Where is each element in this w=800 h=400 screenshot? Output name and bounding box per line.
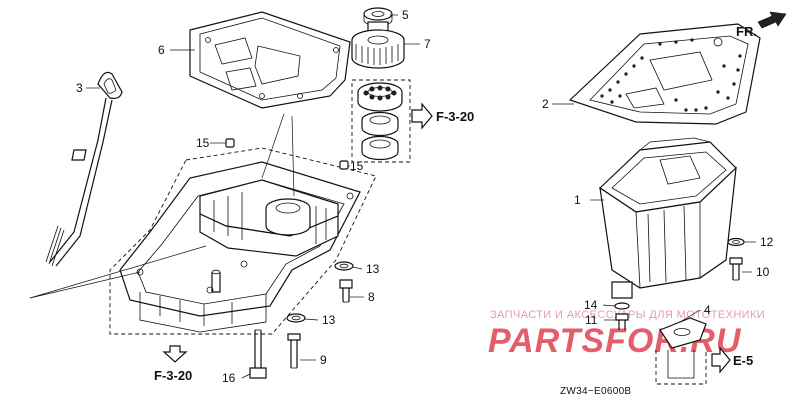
part-9-bolt	[287, 333, 301, 369]
part-15-collar-lower	[339, 160, 349, 170]
part-13-washer-lower	[286, 313, 306, 323]
callout-7: 7	[424, 37, 431, 51]
ref-e-5: E-5	[733, 353, 753, 368]
bearing-upper	[357, 82, 403, 112]
bearing-stack	[351, 79, 411, 163]
callout-labels: 1 2 3 4 5 6 7 8 9 10 11 12 13 13 14 15 1…	[76, 8, 774, 385]
arrow-e-5: E-5	[711, 346, 753, 374]
callout-13-lower: 13	[322, 313, 336, 327]
front-marker-label: FR.	[736, 24, 757, 39]
part-14-washer	[614, 302, 630, 310]
seal-middle	[361, 111, 399, 137]
callout-4: 4	[704, 303, 711, 317]
callout-16: 16	[222, 371, 236, 385]
part-10-bolt	[729, 257, 743, 281]
callout-13-upper: 13	[366, 262, 380, 276]
ref-f-3-20-lower: F-3-20	[154, 368, 192, 383]
callout-10: 10	[756, 265, 770, 279]
part-13-washer-upper	[334, 261, 354, 271]
seal-lower	[361, 135, 399, 161]
part-4-strainer	[655, 317, 707, 385]
callout-14: 14	[584, 298, 598, 312]
part-6-gasket	[189, 11, 351, 109]
part-15-collar-upper	[225, 138, 235, 148]
arrow-f-3-20-lower: F-3-20	[154, 345, 192, 383]
callout-9: 9	[320, 353, 327, 367]
callout-8: 8	[368, 290, 375, 304]
arrow-f-3-20-upper: F-3-20	[411, 102, 474, 130]
part-3-dipstick	[45, 71, 123, 267]
callout-1: 1	[574, 193, 581, 207]
callout-15-upper: 15	[196, 136, 210, 150]
main-case-assembly	[109, 147, 377, 335]
callout-6: 6	[158, 43, 165, 57]
callout-12: 12	[760, 235, 774, 249]
callout-5: 5	[402, 8, 409, 22]
part-2-gasket	[568, 23, 761, 125]
part-12-washer	[727, 237, 745, 247]
diagram-code: ZW34−E0600B	[560, 386, 631, 397]
leader-lines	[29, 14, 756, 379]
callout-2: 2	[542, 97, 549, 111]
callout-11: 11	[585, 313, 598, 327]
part-16-bolt	[249, 329, 267, 379]
part-8-bolt	[339, 279, 353, 303]
part-1-oil-case	[599, 137, 737, 299]
ref-f-3-20-upper: F-3-20	[436, 109, 474, 124]
part-7-gear	[351, 21, 405, 69]
front-direction-marker: FR.	[736, 11, 787, 39]
callout-3: 3	[76, 81, 83, 95]
callout-15-lower: 15	[350, 159, 364, 173]
part-11-bolt	[615, 313, 629, 330]
